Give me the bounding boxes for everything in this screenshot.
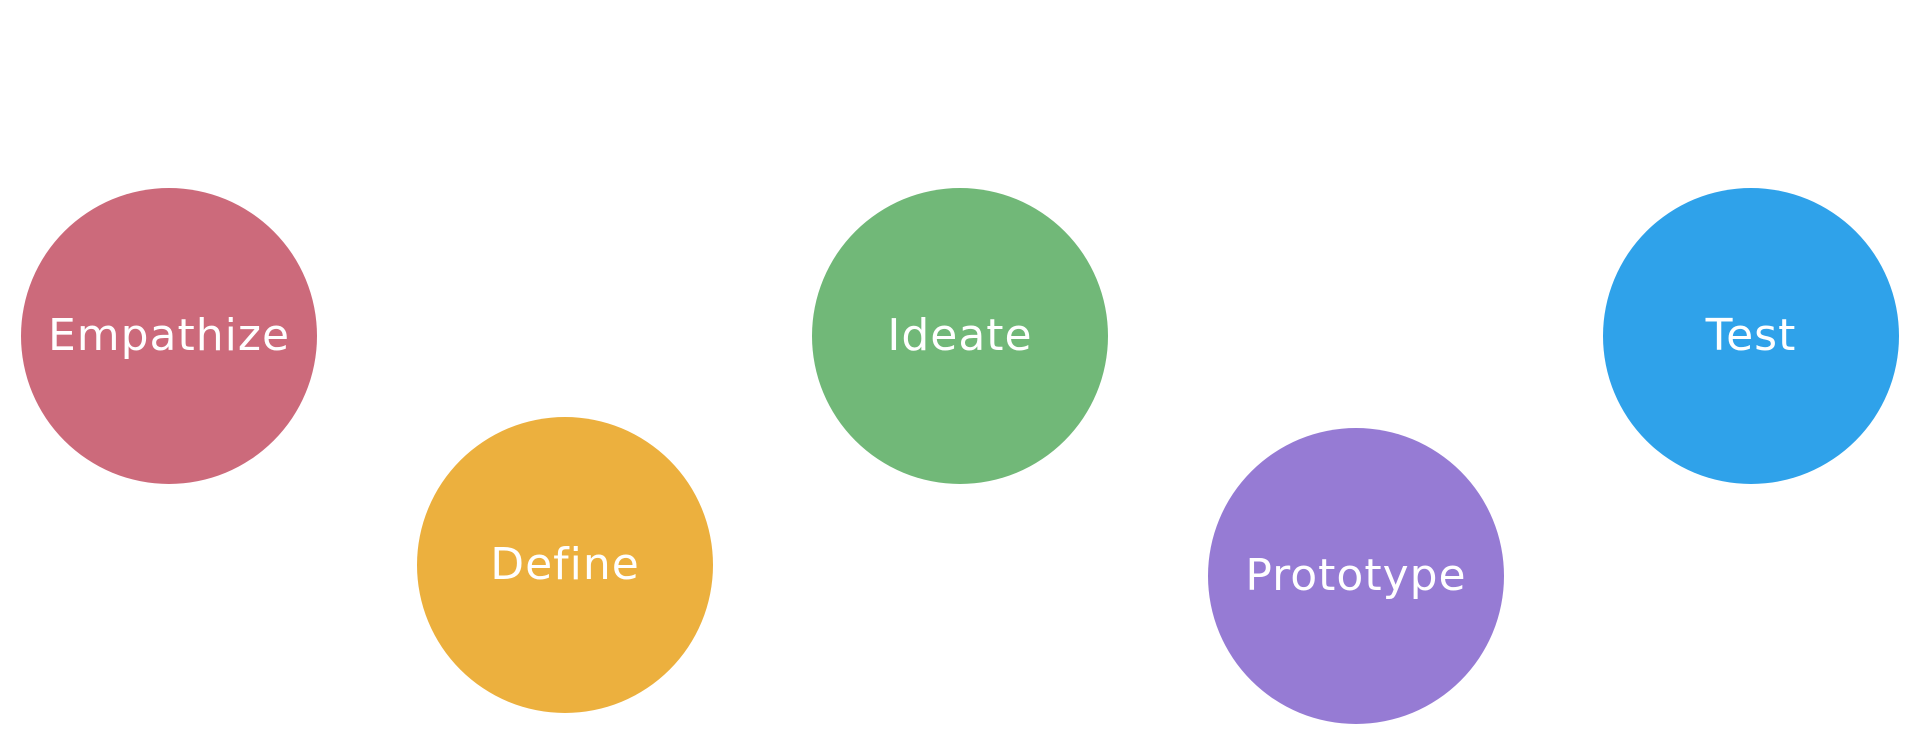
stage-label-prototype: Prototype [1245, 550, 1467, 601]
stage-label-test: Test [1705, 310, 1797, 361]
stage-circle-test: Test [1603, 188, 1899, 484]
stage-circle-empathize: Empathize [21, 188, 317, 484]
stage-circle-ideate: Ideate [812, 188, 1108, 484]
stage-circle-define: Define [417, 417, 713, 713]
stage-label-empathize: Empathize [47, 310, 291, 361]
stage-label-ideate: Ideate [887, 310, 1033, 361]
stage-circle-prototype: Prototype [1208, 428, 1504, 724]
stage-label-define: Define [490, 539, 640, 590]
